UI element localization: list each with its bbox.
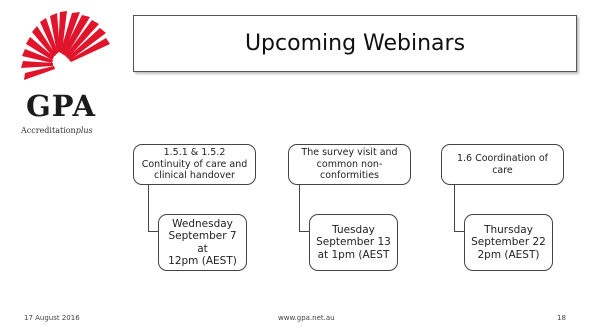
logo-brand: GPA [26,89,96,123]
connector-line [299,185,310,232]
webinar-topic-card: 1.5.1 & 1.5.2 Continuity of care and cli… [133,144,256,185]
page-title: Upcoming Webinars [244,31,466,56]
webinar-topic-card: The survey visit and common non- conform… [288,144,411,185]
connector-line [148,185,159,232]
webinar-topic-card: 1.6 Coordination of care [441,144,564,185]
webinar-date-card: Wednesday September 7 at 12pm (AEST) [158,214,247,271]
gpa-logo: GPA Accreditationplus [20,10,120,135]
footer-url: www.gpa.net.au [278,314,335,322]
title-box: Upcoming Webinars [133,15,577,72]
starburst-icon [21,11,110,80]
footer-date: 17 August 2016 [24,314,80,322]
connector-line [454,185,465,232]
page-number: 18 [557,314,566,322]
logo-subtitle: Accreditationplus [21,126,93,135]
webinar-date-card: Thursday September 22 2pm (AEST) [464,214,553,271]
webinar-date-card: Tuesday September 13 at 1pm (AEST [309,214,398,271]
